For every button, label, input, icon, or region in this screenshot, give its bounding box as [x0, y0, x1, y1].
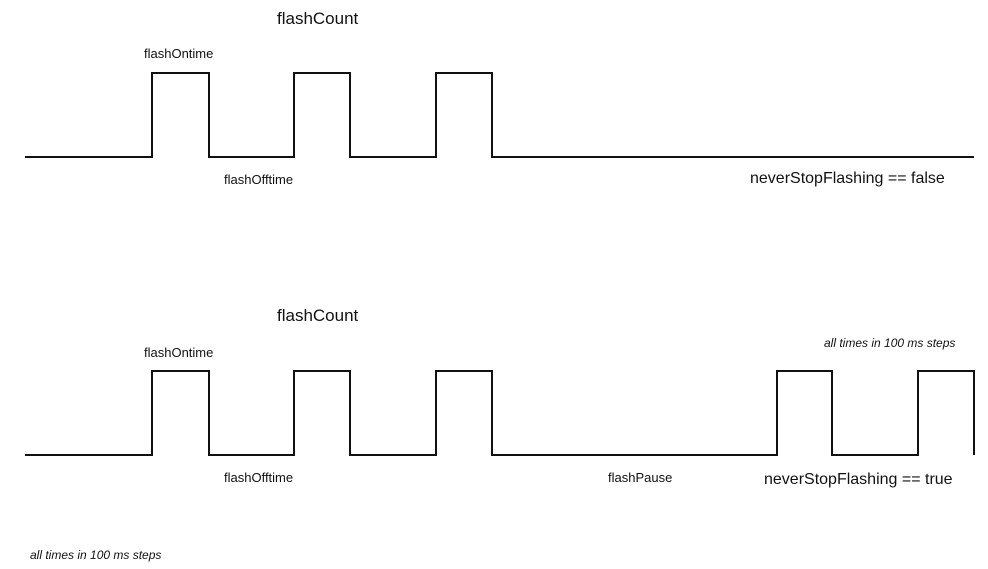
bottom-time-step-note: all times in 100 ms steps	[824, 336, 956, 350]
top-flash-offtime-label: flashOfftime	[224, 172, 294, 187]
bottom-flash-count-label: flashCount	[277, 306, 359, 325]
top-flash-ontime-label: flashOntime	[144, 46, 214, 61]
top-flash-count-label: flashCount	[277, 9, 359, 28]
bottom-flash-pause-label: flashPause	[608, 470, 673, 485]
bottom-condition-label: neverStopFlashing == true	[764, 471, 953, 488]
footer-time-step-note: all times in 100 ms steps	[30, 548, 162, 562]
top-condition-label: neverStopFlashing == false	[750, 170, 945, 187]
bottom-flash-offtime-label: flashOfftime	[224, 470, 294, 485]
waveform-never-stop-true	[25, 370, 975, 456]
waveform-never-stop-false	[25, 72, 974, 158]
bottom-flash-ontime-label: flashOntime	[144, 345, 214, 360]
